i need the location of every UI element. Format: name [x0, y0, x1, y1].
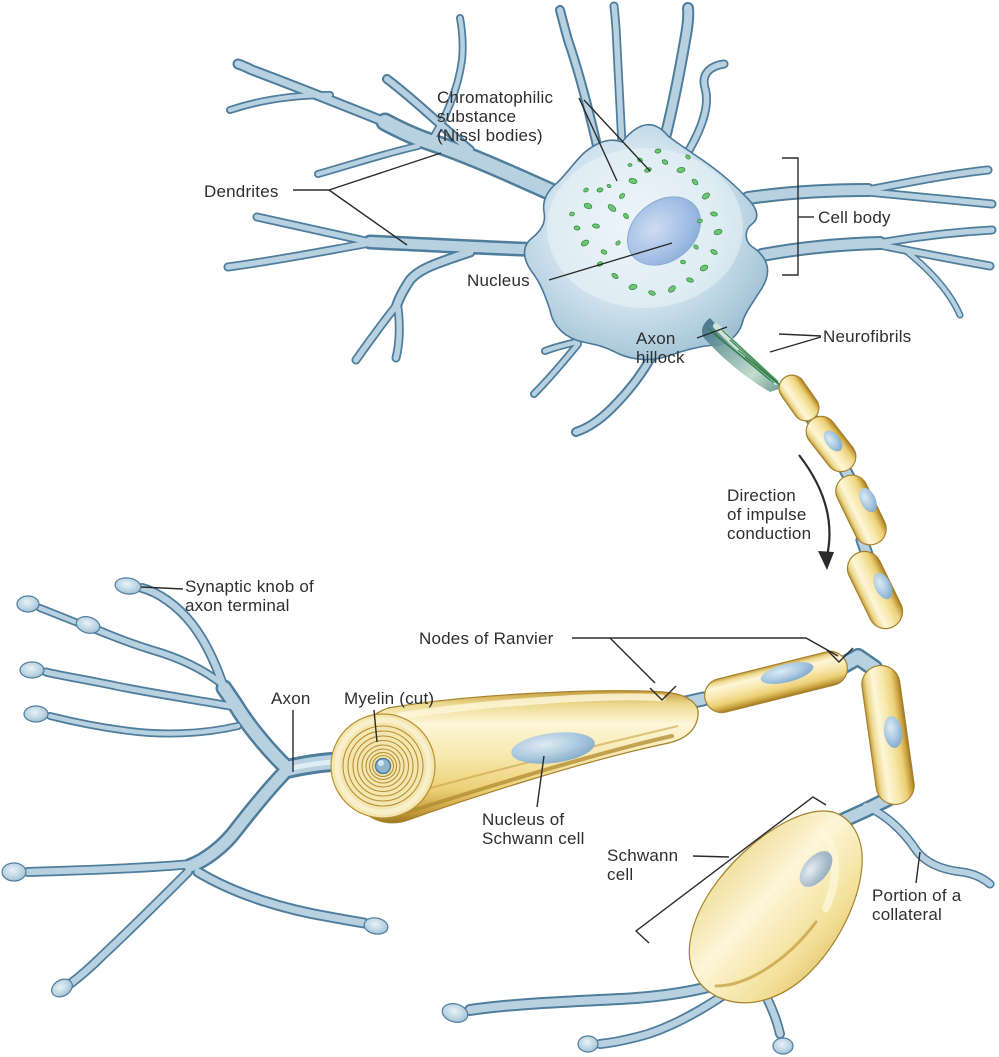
label-direction-of-impulse: Direction of impulse conduction [727, 486, 812, 543]
label-synaptic-knob: Synaptic knob of axon terminal [185, 577, 314, 615]
synaptic-knob [1, 862, 27, 882]
direction-arrow [798, 454, 831, 557]
leader-neurofibrils [769, 336, 822, 353]
label-axon: Axon [271, 689, 311, 708]
leader-dendrites [328, 189, 408, 246]
node-marker [649, 685, 677, 701]
leader-lines [140, 97, 921, 944]
label-nucleus: Nucleus [467, 271, 530, 290]
synaptic-knob [16, 595, 40, 613]
leader-chromatophilic [583, 99, 651, 172]
label-nucleus-schwann-cell: Nucleus of Schwann cell [482, 810, 585, 848]
node-marker [826, 647, 854, 663]
label-schwann-cell: Schwann cell [607, 846, 679, 884]
leader-nodes-of-ranvier [610, 637, 839, 657]
schwann-cell-body [688, 810, 863, 1004]
nissl-bodies [569, 148, 723, 296]
leader-collateral [915, 851, 921, 884]
label-myelin-cut: Myelin (cut) [344, 689, 435, 708]
leader-nucleus-schwann [536, 755, 545, 808]
leader-nucleus [548, 242, 673, 281]
label-dendrites: Dendrites [204, 182, 279, 201]
leader-synaptic-knob [140, 586, 184, 590]
leader-axon-hillock [696, 326, 728, 339]
axon-cross-section [374, 757, 392, 775]
synaptic-knob [577, 1035, 599, 1053]
label-nodes-of-ranvier: Nodes of Ranvier [419, 629, 554, 648]
schwann-cell-bracket [634, 796, 827, 944]
synaptic-knob [363, 917, 389, 935]
synaptic-knob [75, 616, 101, 634]
label-cell-body: Cell body [818, 208, 891, 227]
neurofibrils-lines [707, 327, 784, 389]
myelin-spiral-face [330, 713, 436, 819]
synaptic-knobs [1, 577, 794, 1055]
label-axon-hillock: Axon hillock [636, 329, 685, 367]
myelin-cylinder-cut [330, 690, 699, 824]
direction-arrowhead [818, 551, 834, 570]
label-chromatophilic-substance: Chromatophilic substance (Nissl bodies) [437, 88, 554, 145]
neuron-blue-processes-fill [24, 3, 995, 1048]
leader-myelin-cut [373, 709, 378, 743]
synaptic-knob [114, 577, 142, 595]
schwann-nucleus-on-cylinder [511, 732, 595, 764]
synaptic-knob [19, 661, 45, 679]
label-portion-of-collateral: Portion of a collateral [872, 886, 962, 924]
synaptic-knob [772, 1037, 794, 1055]
leader-neurofibrils [778, 333, 822, 337]
cell-body [523, 123, 784, 392]
schwann-cell-bracket [692, 855, 730, 858]
synaptic-knob [51, 978, 73, 998]
label-neurofibrils: Neurofibrils [823, 327, 912, 346]
myelin-sheath-chain [704, 374, 915, 806]
schwann-cell-nucleus [799, 851, 833, 887]
leader-chromatophilic [578, 97, 618, 182]
synaptic-knob [441, 1003, 469, 1023]
synaptic-knob [23, 705, 49, 723]
leader-dendrites [328, 152, 442, 191]
leader-nodes-of-ranvier [609, 637, 656, 684]
cell-nucleus [626, 196, 702, 266]
